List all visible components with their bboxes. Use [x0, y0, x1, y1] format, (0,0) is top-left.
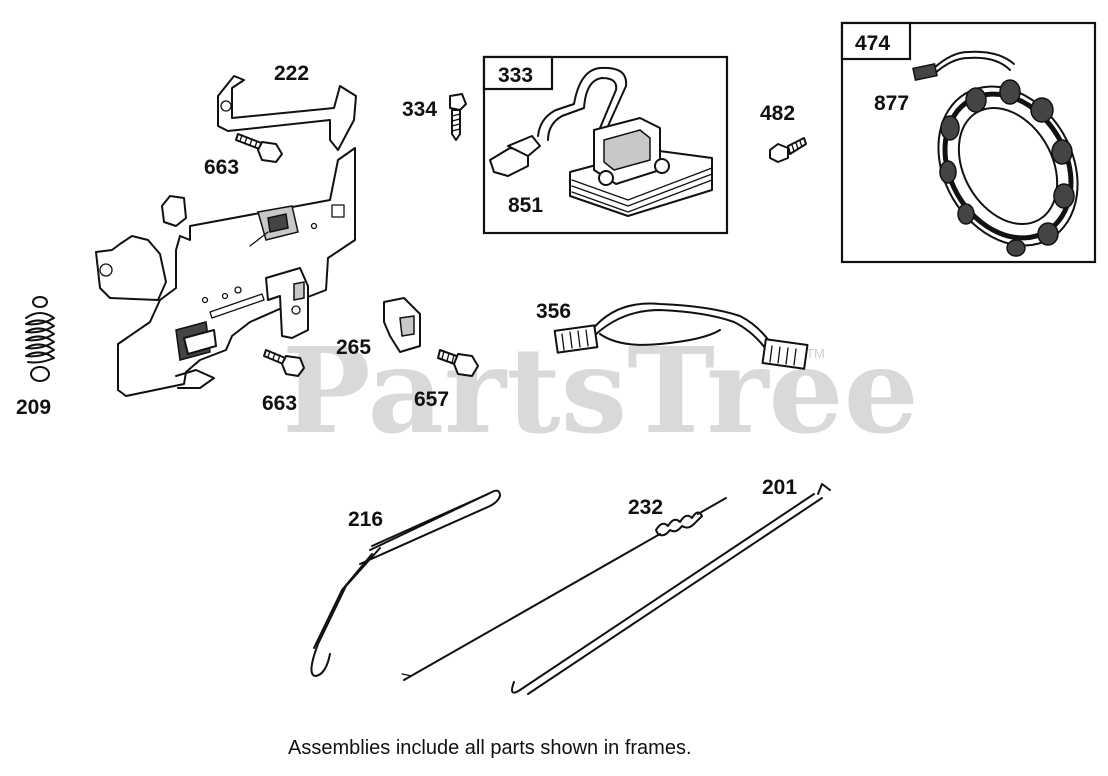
part-663-label-upper[interactable]: 663 [204, 156, 239, 179]
part-201-rod-drawing[interactable] [511, 483, 831, 695]
frame-333-label: 333 [498, 64, 533, 87]
part-851-coil-drawing[interactable] [489, 66, 713, 217]
part-222-bracket-drawing[interactable] [95, 75, 357, 397]
part-663-screw-upper-drawing[interactable] [235, 133, 283, 163]
frame-333-label-box [482, 55, 554, 91]
part-356-label[interactable]: 356 [536, 300, 571, 323]
part-209-spring-drawing[interactable] [25, 296, 55, 382]
part-851-label[interactable]: 851 [508, 194, 543, 217]
watermark-trademark: TM [806, 346, 825, 361]
part-877-stator-drawing[interactable] [911, 50, 1106, 271]
part-232-link-drawing[interactable] [401, 497, 727, 681]
part-232-label[interactable]: 232 [628, 496, 663, 519]
part-265-label[interactable]: 265 [336, 336, 371, 359]
watermark-text: PartsTree [282, 321, 919, 460]
part-482-screw-drawing[interactable] [769, 137, 807, 163]
watermark: PartsTree TM [282, 321, 919, 460]
part-265-clip-drawing[interactable] [383, 297, 421, 353]
part-222-label[interactable]: 222 [274, 62, 309, 85]
frame-333[interactable]: 333 [482, 55, 729, 235]
part-334-label[interactable]: 334 [402, 98, 437, 121]
caption: Assemblies include all parts shown in fr… [288, 737, 692, 759]
part-216-label[interactable]: 216 [348, 508, 383, 531]
frame-474-label: 474 [855, 32, 890, 55]
part-657-label[interactable]: 657 [414, 388, 449, 411]
frame-474-label-box [840, 21, 912, 61]
part-201-label[interactable]: 201 [762, 476, 797, 499]
part-216-rod-drawing[interactable] [310, 489, 501, 677]
part-209-label[interactable]: 209 [16, 396, 51, 419]
part-657-screw-drawing[interactable] [437, 349, 479, 377]
part-356-harness-drawing[interactable] [553, 302, 809, 370]
part-877-label[interactable]: 877 [874, 92, 909, 115]
part-663-label-lower[interactable]: 663 [262, 392, 297, 415]
frame-474[interactable]: 474 [840, 21, 1106, 271]
part-482-label[interactable]: 482 [760, 102, 795, 125]
part-663-screw-lower-drawing[interactable] [263, 349, 305, 377]
part-334-screw-drawing[interactable] [449, 93, 467, 141]
